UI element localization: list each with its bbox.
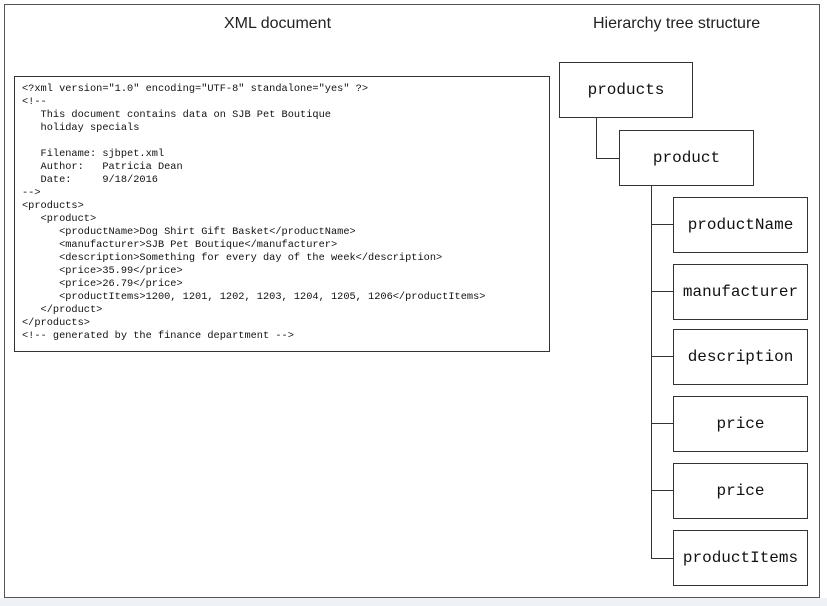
xml-code-line: <price>26.79</price> [22,278,183,290]
tree-node-price-1: price [673,396,808,452]
tree-node-description: description [673,329,808,385]
xml-code-listing: <?xml version="1.0" encoding="UTF-8" sta… [22,83,485,343]
edge-leaf-price-2 [651,490,674,491]
xml-code-line: <price>35.99</price> [22,265,183,277]
bottom-strip [0,598,827,606]
edge-leaf-price-1 [651,423,674,424]
hierarchy-tree-heading: Hierarchy tree structure [593,15,761,32]
tree-node-products: products [559,62,693,118]
edge-trunk-vertical [651,185,652,559]
xml-code-line: holiday specials [22,122,140,134]
xml-code-line: <?xml version="1.0" encoding="UTF-8" sta… [22,83,369,95]
tree-node-product: product [619,130,754,186]
xml-code-line: <!-- generated by the finance department… [22,330,294,342]
tree-node-price-2: price [673,463,808,519]
edge-leaf-manufacturer [651,291,674,292]
xml-code-line: Author: Patricia Dean [22,161,183,173]
xml-code-line: Filename: sjbpet.xml [22,148,165,160]
xml-code-line: <productName>Dog Shirt Gift Basket</prod… [22,226,356,238]
xml-code-line: <product> [22,213,97,225]
tree-node-manufacturer: manufacturer [673,264,808,320]
xml-code-line: <!-- [22,96,47,108]
xml-document-heading: XML document [224,15,332,32]
xml-code-line: </products> [22,317,90,329]
edge-root-vertical [596,117,597,159]
xml-code-line: --> [22,187,41,199]
xml-code-line: <productItems>1200, 1201, 1202, 1203, 12… [22,291,486,303]
xml-code-line: </product> [22,304,103,316]
xml-code-box: <?xml version="1.0" encoding="UTF-8" sta… [14,76,550,352]
edge-leaf-productItems [651,558,674,559]
edge-leaf-productName [651,224,674,225]
edge-leaf-description [651,356,674,357]
xml-code-line: This document contains data on SJB Pet B… [22,109,331,121]
xml-code-line: <description>Something for every day of … [22,252,443,264]
xml-code-line: <manufacturer>SJB Pet Boutique</manufact… [22,239,338,251]
tree-node-productName: productName [673,197,808,253]
xml-code-line: Date: 9/18/2016 [22,174,158,186]
edge-root-horizontal [596,158,620,159]
xml-code-line: <products> [22,200,84,212]
tree-node-productItems: productItems [673,530,808,586]
